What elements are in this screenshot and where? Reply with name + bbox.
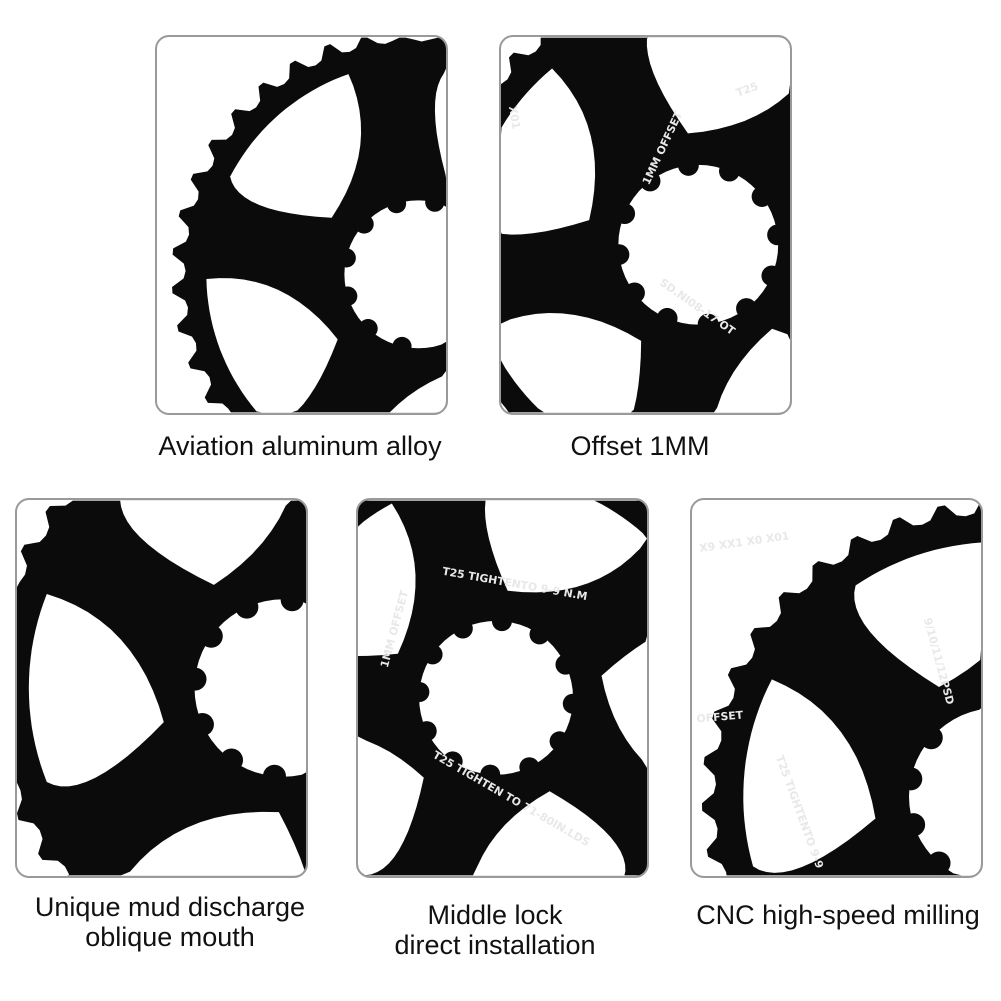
spline-tooth: [697, 313, 719, 335]
caption-mud-discharge: Unique mud discharge oblique mouth: [0, 892, 340, 952]
spline-tooth: [199, 624, 223, 648]
spline-tooth: [491, 611, 512, 632]
chainring-window: [854, 542, 981, 688]
chainring-window: [120, 500, 300, 585]
spline-tooth: [425, 192, 445, 212]
spline-tooth: [452, 618, 473, 639]
spline-tooth: [480, 764, 501, 785]
chainring-window: [120, 811, 306, 876]
spline-tooth: [358, 318, 378, 339]
center-hole: [908, 707, 981, 876]
product-photo-mud-discharge: [15, 498, 308, 878]
chainring-window: [501, 68, 596, 235]
spline-tooth: [354, 214, 374, 234]
caption-line: Offset 1MM: [570, 431, 710, 461]
spline-tooth: [767, 224, 788, 246]
chainring-image: [17, 500, 306, 876]
spline-tooth: [562, 693, 583, 714]
spline-tooth: [549, 731, 570, 752]
chainring-window: [358, 503, 416, 656]
spline-tooth: [219, 748, 244, 772]
spline-tooth: [614, 203, 636, 225]
spline-tooth: [442, 751, 463, 772]
spline-tooth: [761, 265, 783, 287]
engraved-text: OFFSET: [696, 708, 744, 725]
spline-tooth: [608, 244, 630, 265]
chainring-window: [646, 37, 790, 134]
caption-middle-lock: Middle lock direct installation: [345, 900, 645, 960]
spline-tooth: [409, 681, 430, 702]
caption-line: direct installation: [394, 930, 596, 960]
spline-tooth: [386, 194, 407, 214]
caption-line: CNC high-speed milling: [696, 900, 980, 930]
spline-tooth: [336, 248, 356, 268]
center-hole: [194, 599, 306, 777]
chainring-window: [601, 626, 647, 794]
spline-tooth: [902, 813, 926, 837]
chainring-window: [466, 791, 626, 876]
chainring-window: [230, 74, 362, 218]
chainring-window: [206, 278, 338, 413]
center-hole: [344, 200, 446, 349]
spline-tooth: [678, 155, 699, 176]
caption-cnc: CNC high-speed milling: [680, 900, 996, 930]
spline-tooth: [392, 336, 412, 357]
caption-line: Middle lock: [427, 900, 563, 930]
caption-aluminum: Aviation aluminum alloy: [100, 431, 500, 461]
product-photo-aluminum: [155, 35, 448, 415]
chainring-teeth: [17, 500, 306, 876]
center-hole: [419, 620, 574, 775]
chainring-image: [172, 37, 446, 413]
spline-tooth: [183, 667, 207, 691]
spline-tooth: [555, 654, 576, 675]
spline-tooth: [262, 764, 286, 788]
spline-tooth: [736, 298, 757, 319]
spline-tooth: [422, 644, 443, 665]
spline-tooth: [519, 757, 540, 778]
spline-tooth: [656, 307, 678, 329]
engraved-text: X01: [506, 105, 523, 130]
spline-tooth: [919, 726, 943, 750]
caption-line: Aviation aluminum alloy: [158, 431, 442, 461]
center-hole: [618, 164, 779, 325]
chainring-window: [711, 328, 790, 413]
spline-tooth: [927, 851, 951, 875]
spline-tooth: [899, 767, 923, 791]
chainring-window: [501, 312, 642, 413]
spline-tooth: [416, 721, 437, 742]
chainring-window: [28, 594, 164, 787]
spline-tooth: [190, 712, 214, 737]
chainring-window: [484, 500, 647, 593]
spline-tooth: [639, 170, 661, 192]
caption-line: Unique mud discharge: [34, 892, 306, 922]
spline-tooth: [624, 282, 645, 304]
caption-offset: Offset 1MM: [440, 431, 840, 461]
spline-tooth: [280, 588, 304, 612]
chainring-window: [357, 371, 446, 413]
chainring-window: [743, 679, 876, 873]
caption-line: oblique mouth: [85, 922, 255, 952]
spline-tooth: [235, 595, 259, 619]
chainring-window: [434, 65, 446, 182]
spline-tooth: [751, 186, 773, 207]
chainring-window: [358, 731, 424, 876]
spline-tooth: [338, 286, 358, 306]
spline-tooth: [529, 624, 550, 645]
spline-tooth: [718, 160, 740, 182]
engraved-text: X9 XX1 X0 X01: [698, 529, 790, 555]
